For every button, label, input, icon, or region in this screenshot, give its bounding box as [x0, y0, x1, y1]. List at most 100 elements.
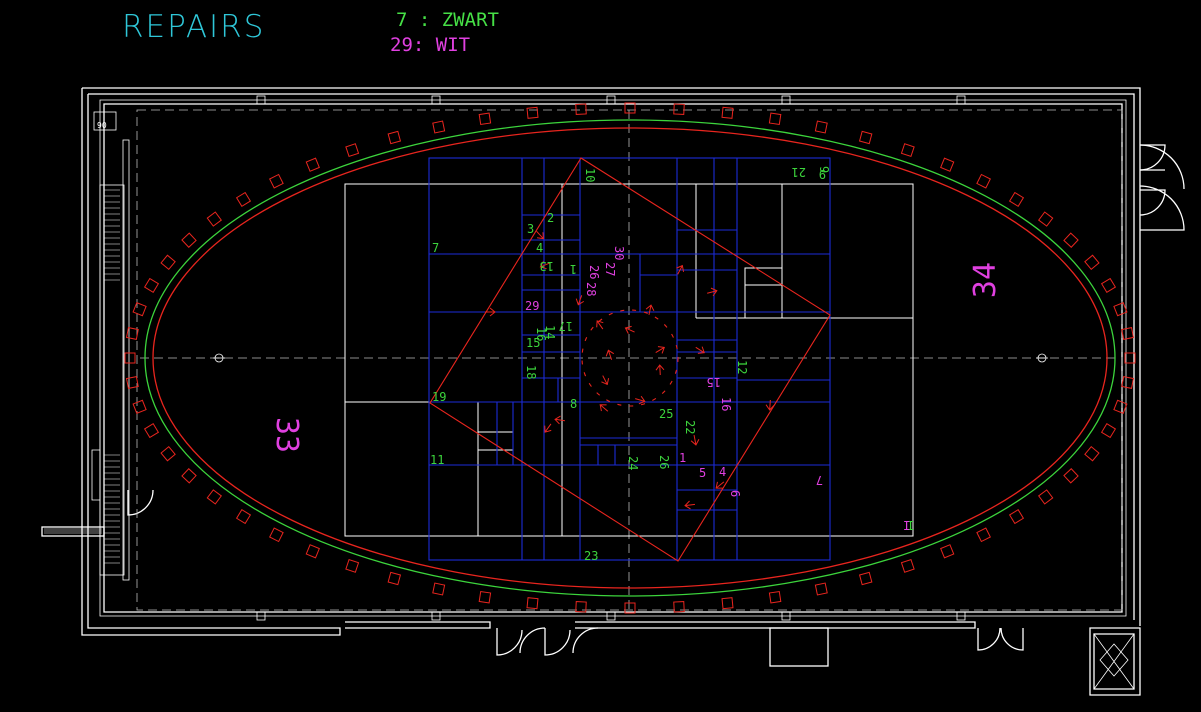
seat-marker	[858, 571, 873, 586]
hall-label-right: 34	[968, 261, 1004, 299]
red-arrow-tick	[690, 434, 700, 446]
seat-marker	[721, 106, 734, 119]
seat-marker	[1038, 211, 1054, 227]
seat-marker	[143, 423, 160, 439]
blue-panel-grid	[428, 157, 831, 561]
seat-marker	[624, 102, 636, 114]
seat-marker	[976, 527, 991, 543]
red-arrow-tick	[605, 349, 615, 360]
seat-marker	[432, 120, 446, 134]
panel-number: 4	[719, 465, 726, 479]
seat-marker	[976, 173, 991, 189]
panel-number: 11	[430, 453, 444, 467]
panel-number: 26	[657, 455, 671, 469]
seat-marker	[206, 211, 222, 227]
seat-marker	[160, 254, 176, 271]
seat-marker	[768, 112, 782, 126]
panel-number: 6	[728, 490, 742, 497]
seat-marker	[575, 103, 587, 115]
panel-number: 12	[735, 360, 749, 374]
red-arrow-tick	[624, 325, 635, 334]
seat-marker	[940, 544, 955, 559]
panel-number: 9	[819, 167, 826, 181]
seat-marker	[673, 103, 685, 115]
seat-marker	[673, 601, 685, 613]
red-arrow-tick	[635, 395, 646, 405]
seat-marker	[1113, 399, 1128, 414]
red-arrow-tick	[715, 481, 725, 489]
red-arrow-tick	[684, 500, 696, 510]
panel-number: 4	[536, 241, 543, 255]
seat-marker	[235, 191, 252, 207]
panel-number: 18	[524, 365, 538, 379]
seat-marker	[814, 582, 828, 596]
seat-marker	[526, 106, 539, 119]
red-arrow-tick	[676, 264, 685, 275]
red-arrow-tick	[536, 231, 544, 240]
hall-label-left: 33	[269, 416, 305, 454]
seat-marker	[235, 509, 252, 525]
seat-marker	[1113, 302, 1128, 317]
panel-number: 30	[612, 246, 626, 260]
seat-marker	[1100, 423, 1117, 439]
panel-number: 13	[540, 259, 554, 273]
seat-marker	[125, 376, 139, 389]
seat-marker	[305, 157, 320, 172]
panel-number: 16	[534, 327, 548, 341]
panel-number: 14	[543, 325, 557, 339]
seat-marker	[900, 558, 915, 573]
seat-marker	[1121, 376, 1135, 389]
axis-markers	[213, 353, 1048, 363]
seat-marker	[1008, 191, 1025, 207]
seat-marker	[1084, 254, 1100, 271]
dashed-boundary	[136, 109, 1123, 611]
red-arrow-tick	[707, 287, 718, 297]
panel-number: 3	[527, 222, 534, 236]
seat-marker	[575, 601, 587, 613]
red-arrow-tick	[765, 399, 775, 411]
red-diagonal-square	[429, 157, 831, 562]
seat-marker	[814, 120, 828, 134]
panel-number: 26	[587, 265, 601, 279]
seat-marker	[478, 112, 492, 126]
seat-marker	[160, 445, 176, 462]
red-arrow-tick	[655, 346, 665, 354]
seat-marker	[721, 597, 734, 610]
red-arrow-tick	[601, 375, 610, 386]
panel-number: 8	[570, 397, 577, 411]
panel-number: 21	[792, 165, 806, 179]
red-arrow-tick	[599, 404, 609, 412]
seat-marker	[132, 302, 147, 317]
red-arrow-tick	[544, 423, 552, 433]
panel-number: 7	[432, 241, 439, 255]
seat-marker	[269, 527, 284, 543]
panel-number: 27	[603, 262, 617, 276]
panel-number: 1	[679, 451, 686, 465]
panel-number: 22	[683, 420, 697, 434]
seat-marker	[768, 590, 782, 604]
red-arrow-tick	[645, 304, 655, 315]
seat-marker	[143, 277, 160, 293]
red-arrow-tick	[695, 346, 705, 354]
seat-marker	[478, 590, 492, 604]
seat-marker	[124, 352, 136, 364]
panel-number: I	[903, 519, 910, 533]
panel-number: 5	[699, 466, 706, 480]
panel-number: 23	[584, 549, 598, 563]
seat-marker	[624, 602, 636, 614]
panel-number: 25	[659, 407, 673, 421]
red-arrow-tick	[596, 320, 604, 330]
red-arrow-tick	[554, 415, 566, 425]
building-walls	[41, 87, 1185, 696]
seat-marker	[132, 399, 147, 414]
seat-marker	[900, 143, 915, 158]
panel-number: I	[907, 519, 914, 533]
seat-marker	[1063, 468, 1079, 484]
seat-marker	[526, 597, 539, 610]
red-arrow-tick	[485, 307, 496, 317]
panel-number: 7	[816, 473, 823, 487]
panel-number: 2	[547, 211, 554, 225]
seat-marker	[858, 130, 873, 145]
legend-white-count: 29: WIT	[390, 34, 471, 56]
